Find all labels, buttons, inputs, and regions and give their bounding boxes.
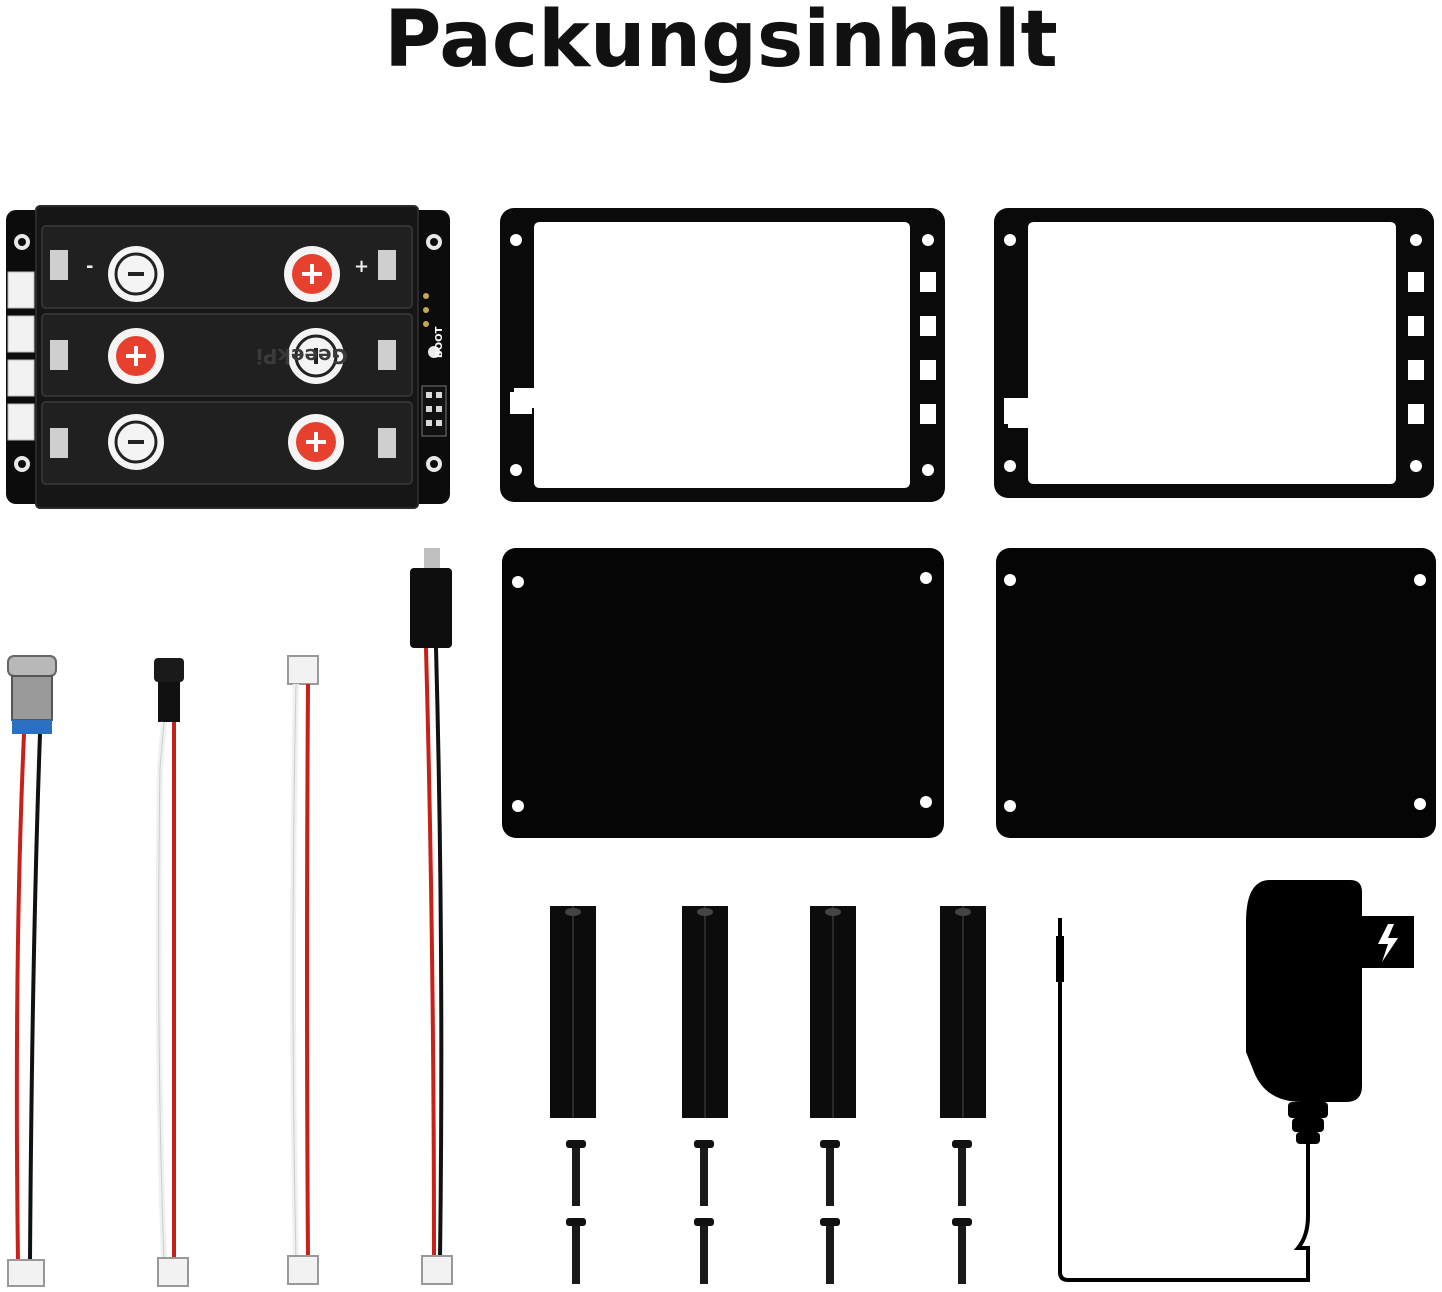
power-adapter bbox=[1040, 876, 1420, 1288]
standoff bbox=[808, 904, 858, 1120]
standoff bbox=[680, 904, 730, 1120]
standoff bbox=[548, 904, 598, 1120]
screw bbox=[694, 1218, 714, 1286]
polarity-plus-sign: + bbox=[354, 256, 370, 277]
dc-jack-cable bbox=[144, 658, 200, 1290]
lightning-icon bbox=[1378, 924, 1398, 962]
standoff bbox=[938, 904, 988, 1120]
board-brand-watermark: GeeekPi bbox=[256, 344, 348, 368]
acrylic-plate-left bbox=[502, 548, 944, 838]
screw bbox=[566, 1140, 586, 1208]
connector-cable bbox=[282, 655, 326, 1290]
screw bbox=[694, 1140, 714, 1208]
screw bbox=[820, 1140, 840, 1208]
polarity-minus-sign: - bbox=[86, 256, 94, 277]
acrylic-frame-left bbox=[500, 208, 945, 502]
board-boot-label: BOOT bbox=[434, 326, 445, 358]
screw bbox=[820, 1218, 840, 1286]
metal-push-button-cable bbox=[4, 655, 68, 1290]
micro-usb-cable bbox=[404, 548, 464, 1290]
acrylic-plate-right bbox=[996, 548, 1436, 838]
battery-holder-board: BOOT GeeekPi - + bbox=[6, 205, 450, 509]
acrylic-frame-right bbox=[994, 208, 1434, 498]
page-title: Packungsinhalt bbox=[384, 0, 1058, 85]
screw bbox=[952, 1140, 972, 1208]
screw bbox=[952, 1218, 972, 1286]
screw bbox=[566, 1218, 586, 1286]
